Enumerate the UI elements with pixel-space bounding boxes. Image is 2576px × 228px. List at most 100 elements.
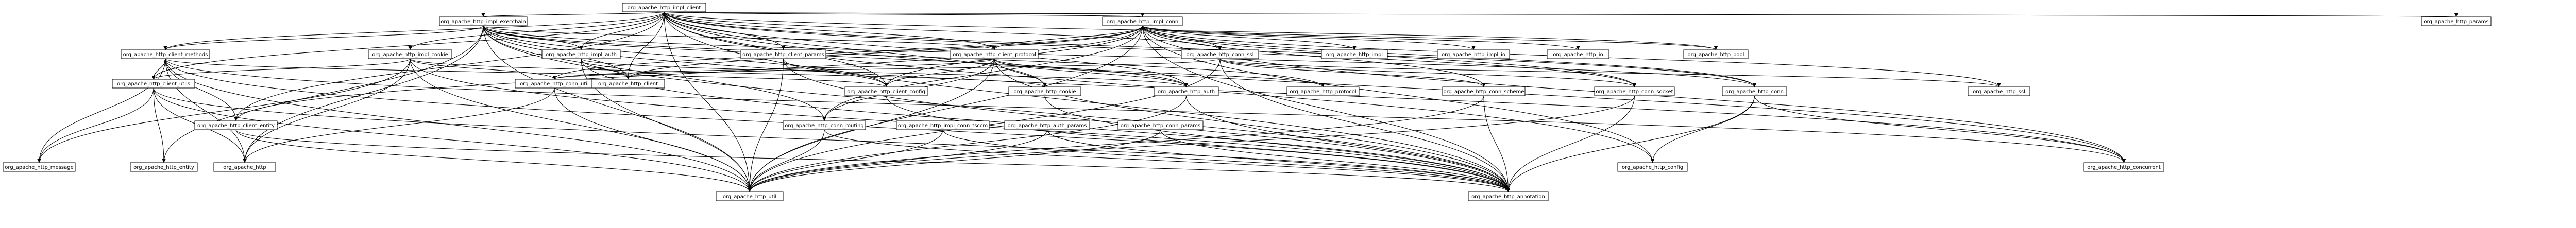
node-http-client[interactable]: org_apache_http_client bbox=[591, 79, 665, 89]
node-impl-conn-tsccm[interactable]: org_apache_http_impl_conn_tsccm bbox=[896, 120, 990, 130]
node-impl-execchain[interactable]: org_apache_http_impl_execchain bbox=[439, 16, 528, 26]
edge-line bbox=[554, 87, 752, 192]
edge-line bbox=[408, 11, 665, 50]
node-entity[interactable]: org_apache_http_entity bbox=[130, 162, 198, 172]
node-ssl[interactable]: org_apache_http_ssl bbox=[1968, 86, 2030, 96]
node-auth-params[interactable]: org_apache_http_auth_params bbox=[1004, 120, 1090, 130]
node-client-protocol[interactable]: org_apache_http_client_protocol bbox=[950, 49, 1039, 59]
node-impl-conn[interactable]: org_apache_http_impl_conn bbox=[1102, 16, 1183, 26]
node-impl-client[interactable]: org_apache_http_impl_client bbox=[622, 3, 706, 12]
edge-line bbox=[163, 11, 665, 50]
edge-line bbox=[410, 58, 752, 192]
edge-impl_conn-to-pool bbox=[1142, 25, 1718, 50]
edge-impl_auth-to-util bbox=[581, 58, 752, 192]
edge-line bbox=[748, 129, 943, 192]
edge-impl_client-to-client_params bbox=[664, 11, 785, 50]
edge-line bbox=[165, 58, 247, 163]
edge-line bbox=[151, 11, 665, 80]
edge-impl_client-to-pool bbox=[664, 11, 1718, 50]
node-client-utils[interactable]: org_apache_http_client_utils bbox=[112, 79, 195, 89]
node-box bbox=[1102, 16, 1183, 26]
edge-conn_ssl-to-conn_socket bbox=[1219, 58, 1636, 87]
edge-client_methods-to-message bbox=[37, 58, 166, 163]
node-label: org_apache_http_concurrent bbox=[2087, 165, 2161, 170]
edge-line bbox=[483, 25, 1188, 87]
node-conn-util[interactable]: org_apache_http_conn_util bbox=[515, 79, 594, 89]
node-client-methods[interactable]: org_apache_http_client_methods bbox=[121, 49, 210, 59]
edge-client_methods-to-http bbox=[165, 58, 247, 163]
edge-impl_client-to-impl_conn bbox=[664, 11, 1144, 17]
edge-auth-to-util bbox=[748, 95, 1187, 192]
edge-impl_client-to-params bbox=[664, 11, 2456, 17]
node-box bbox=[112, 79, 195, 89]
node-impl-auth[interactable]: org_apache_http_impl_auth bbox=[541, 49, 621, 59]
edge-line bbox=[1506, 95, 1635, 192]
node-conn-routing[interactable]: org_apache_http_conn_routing bbox=[783, 120, 866, 130]
edge-line bbox=[235, 129, 1510, 192]
edge-impl_conn-to-impl bbox=[1142, 25, 1357, 50]
node-impl-io[interactable]: org_apache_http_impl_io bbox=[1437, 49, 1510, 59]
edge-impl_conn-to-conn_routing bbox=[822, 25, 1143, 121]
edge-client_protocol-to-util bbox=[748, 58, 995, 192]
node-protocol[interactable]: org_apache_http_protocol bbox=[1286, 86, 1360, 96]
node-client-entity[interactable]: org_apache_http_client_entity bbox=[194, 120, 278, 130]
edge-line bbox=[748, 95, 1187, 192]
node-label: org_apache_http_util bbox=[723, 194, 776, 200]
edge-line bbox=[664, 11, 2456, 17]
node-pool[interactable]: org_apache_http_pool bbox=[1683, 49, 1749, 59]
node-config[interactable]: org_apache_http_config bbox=[1617, 162, 1688, 172]
node-box bbox=[213, 162, 276, 172]
edge-line bbox=[153, 87, 1510, 192]
edge-line bbox=[37, 87, 154, 163]
edge-line bbox=[664, 11, 1756, 87]
node-concurrent[interactable]: org_apache_http_concurrent bbox=[2083, 162, 2164, 172]
node-http-io[interactable]: org_apache_http_io bbox=[1547, 49, 1609, 59]
node-conn-scheme[interactable]: org_apache_http_conn_scheme bbox=[1442, 86, 1526, 96]
edge-impl_conn-to-annotation bbox=[1142, 25, 1510, 192]
node-message[interactable]: org_apache_http_message bbox=[3, 162, 76, 172]
node-impl[interactable]: org_apache_http_impl bbox=[1321, 49, 1388, 59]
node-box bbox=[130, 162, 198, 172]
edge-line bbox=[884, 58, 995, 87]
edge-line bbox=[1142, 25, 1476, 50]
node-box bbox=[1117, 120, 1204, 130]
node-conn-ssl[interactable]: org_apache_http_conn_ssl bbox=[1181, 49, 1259, 59]
edge-line bbox=[1142, 25, 1636, 87]
edge-client_methods-to-util bbox=[165, 58, 752, 192]
edge-client_methods-to-client_entity bbox=[165, 58, 238, 121]
node-conn[interactable]: org_apache_http_conn bbox=[1722, 86, 1787, 96]
edge-line bbox=[626, 25, 1143, 80]
edge-line bbox=[1142, 25, 1486, 87]
edge-client_protocol-to-annotation bbox=[994, 58, 1510, 192]
node-label: org_apache_http_impl_cookie bbox=[372, 52, 448, 58]
node-impl-cookie[interactable]: org_apache_http_impl_cookie bbox=[368, 49, 452, 59]
edge-conn-to-config bbox=[1651, 95, 1755, 163]
node-auth[interactable]: org_apache_http_auth bbox=[1154, 86, 1219, 96]
node-box bbox=[1683, 49, 1749, 59]
node-client-config[interactable]: org_apache_http_client_config bbox=[844, 86, 928, 96]
node-util[interactable]: org_apache_http_util bbox=[716, 191, 784, 201]
node-cookie[interactable]: org_apache_http_cookie bbox=[1008, 86, 1081, 96]
node-label: org_apache_http_conn bbox=[1725, 89, 1784, 95]
node-label: org_apache_http_impl_conn_tsccm bbox=[898, 123, 988, 129]
edge-line bbox=[579, 11, 665, 50]
node-client-params[interactable]: org_apache_http_client_params bbox=[740, 49, 826, 59]
node-params[interactable]: org_apache_http_params bbox=[2421, 16, 2492, 26]
edge-line bbox=[1047, 129, 1510, 192]
edge-impl_conn-to-impl_io bbox=[1142, 25, 1476, 50]
edge-line bbox=[235, 129, 752, 192]
node-box bbox=[1321, 49, 1388, 59]
edge-line bbox=[483, 25, 996, 50]
edge-client_params-to-util bbox=[748, 58, 784, 192]
node-conn-params[interactable]: org_apache_http_conn_params bbox=[1117, 120, 1204, 130]
node-conn-socket[interactable]: org_apache_http_conn_socket bbox=[1594, 86, 1675, 96]
edge-line bbox=[822, 25, 1143, 121]
node-box bbox=[2421, 16, 2492, 26]
edge-conn_scheme-to-util bbox=[748, 95, 1484, 192]
edge-client_utils-to-annotation bbox=[153, 87, 1510, 192]
edge-impl_cookie-to-client_utils bbox=[151, 58, 411, 80]
node-http[interactable]: org_apache_http bbox=[213, 162, 276, 172]
edge-line bbox=[581, 58, 630, 80]
node-annotation[interactable]: org_apache_http_annotation bbox=[1468, 191, 1549, 201]
edge-conn-to-annotation bbox=[1506, 95, 1755, 192]
